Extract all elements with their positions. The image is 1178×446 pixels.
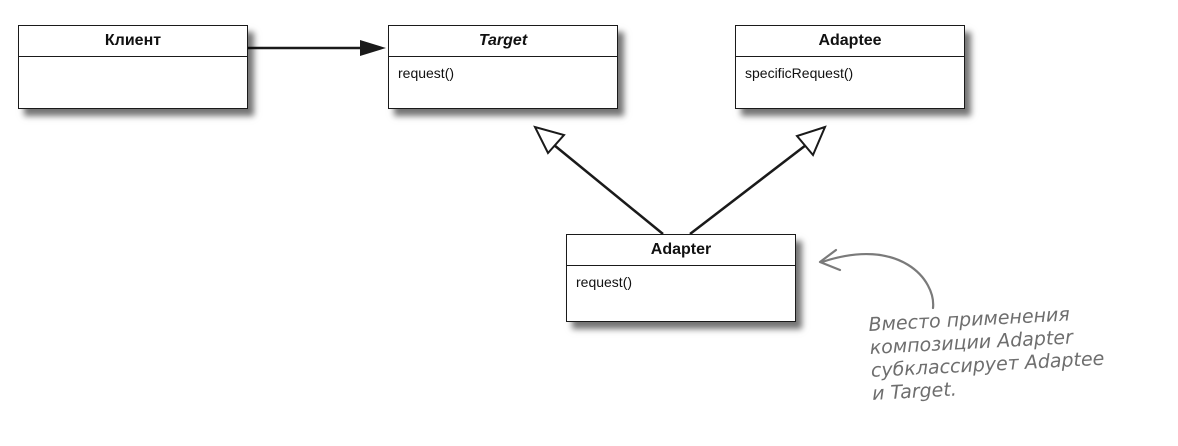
class-client-name: Клиент [19, 26, 247, 57]
class-target-name: Target [389, 26, 617, 57]
annotation-note: Вместо применения композиции Adapter суб… [868, 298, 1172, 406]
inheritance-line-target [553, 144, 664, 235]
class-adaptee-methods: specificRequest() [736, 57, 964, 89]
annotation-pointer-arrow [820, 253, 935, 310]
class-client: Клиент [18, 25, 248, 109]
association-arrowhead [360, 40, 386, 56]
class-target-method: request() [398, 65, 455, 81]
inheritance-arrowhead-target [533, 125, 566, 155]
annotation-pointer-arrowhead [818, 248, 842, 272]
inheritance-arrowhead-adaptee [795, 125, 827, 157]
class-adaptee-method: specificRequest() [745, 65, 854, 81]
class-adaptee: Adaptee specificRequest() [735, 25, 965, 109]
inheritance-line-adaptee [689, 144, 807, 235]
class-adaptee-name: Adaptee [736, 26, 964, 57]
class-adapter-methods: request() [567, 266, 795, 298]
class-adapter-name: Adapter [567, 235, 795, 266]
class-adapter-method: request() [576, 274, 633, 290]
class-target-methods: request() [389, 57, 617, 89]
class-target: Target request() [388, 25, 618, 109]
class-client-methods [19, 57, 247, 73]
class-adapter: Adapter request() [566, 234, 796, 322]
